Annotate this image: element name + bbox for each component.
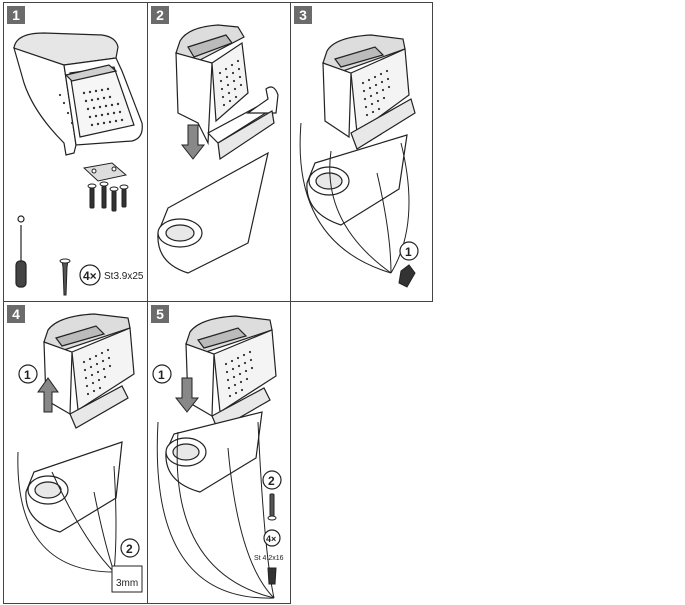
callout-1-badge bbox=[399, 241, 419, 261]
screw-count: 4× bbox=[83, 269, 97, 283]
console-and-bracket bbox=[165, 387, 271, 493]
callout-1: 1 bbox=[24, 368, 31, 382]
press-hand-icon bbox=[398, 264, 416, 288]
perforation-pattern bbox=[224, 350, 254, 398]
callout-2-badge bbox=[120, 538, 140, 558]
console-and-bracket bbox=[306, 98, 416, 226]
down-arrow-icon bbox=[174, 377, 200, 413]
step-4-panel: 4 1 bbox=[3, 301, 148, 604]
mounting-plate bbox=[82, 162, 128, 182]
screws-and-washers bbox=[87, 181, 129, 212]
armrest-body bbox=[175, 24, 249, 146]
down-arrow-icon bbox=[180, 124, 206, 160]
armrest-body bbox=[43, 313, 135, 416]
step-2-illustration bbox=[157, 24, 279, 274]
perforation-pattern bbox=[82, 348, 112, 396]
guide-lines bbox=[299, 122, 410, 274]
step-1-illustration: 4× St3.9x25 bbox=[13, 32, 144, 296]
gap-gauge bbox=[111, 565, 143, 593]
armrest-body bbox=[322, 34, 410, 139]
gap-label: 3mm bbox=[116, 578, 138, 589]
screw-spec: St3.9x25 bbox=[104, 271, 144, 282]
step-2-number: 2 bbox=[151, 6, 169, 24]
screw-spec: St 4.2x16 bbox=[254, 555, 284, 562]
callout-1-badge bbox=[18, 364, 38, 384]
step-1-panel: 1 bbox=[3, 2, 148, 302]
step-4-number: 4 bbox=[7, 305, 25, 323]
callout-2: 2 bbox=[126, 542, 133, 556]
screw-count-badge bbox=[79, 264, 101, 286]
step-3-panel: 3 bbox=[290, 2, 433, 302]
screw-anchor-icon bbox=[267, 567, 277, 585]
screw-icon bbox=[267, 493, 277, 521]
up-arrow-icon bbox=[37, 377, 59, 413]
perforation-pattern bbox=[58, 87, 124, 127]
screw-count: 4× bbox=[266, 534, 276, 544]
step-4-illustration: 1 2 3mm bbox=[17, 313, 143, 593]
step-5-illustration: 1 2 4× St 4.2x16 bbox=[152, 315, 284, 599]
callout-2-badge bbox=[262, 470, 282, 490]
callout-1: 1 bbox=[158, 368, 165, 382]
console-bracket bbox=[207, 86, 279, 161]
perforation-pattern bbox=[218, 59, 243, 107]
step-3-number: 3 bbox=[294, 6, 312, 24]
step-3-illustration: 1 bbox=[299, 34, 419, 288]
console-and-bracket bbox=[25, 385, 129, 533]
screwdriver-icon bbox=[15, 215, 27, 288]
callout-1: 1 bbox=[405, 245, 412, 259]
callout-2: 2 bbox=[268, 474, 275, 488]
guide-lines bbox=[156, 421, 275, 599]
screw-count-badge bbox=[263, 529, 281, 547]
step-5-number: 5 bbox=[151, 305, 169, 323]
screw-icon bbox=[59, 258, 71, 296]
armrest-assembly bbox=[13, 32, 143, 156]
step-1-number: 1 bbox=[7, 6, 25, 24]
step-5-panel: 5 1 bbox=[147, 301, 291, 604]
center-console bbox=[157, 151, 269, 274]
step-2-panel: 2 bbox=[147, 2, 291, 302]
callout-1-badge bbox=[152, 364, 172, 384]
perforation-pattern bbox=[361, 69, 391, 117]
